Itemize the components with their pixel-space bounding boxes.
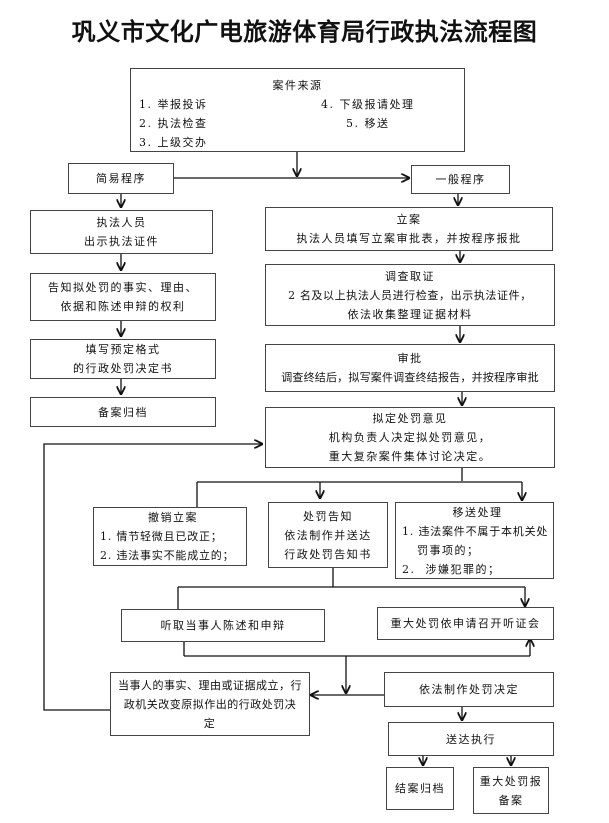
step-text: 重大复杂案件集体讨论决定。	[328, 450, 492, 463]
final-report-box: 重大处罚报 备案	[473, 767, 549, 814]
step-text: 的行政处罚决定书	[73, 362, 173, 375]
change-decision-text: 政机关改变原拟作出的行政处罚决	[123, 697, 297, 711]
branch-text: 1. 违法案件不属于本机关处	[402, 524, 549, 538]
branch-heading: 移送处理	[452, 505, 503, 519]
general-step-file-case: 立案 执法人员填写立案审批表，并按程序报批	[265, 207, 553, 251]
case-source-box: 案件来源 1. 举报投诉 2. 执法检查 3. 上级交办 4. 下级报请处理 5…	[130, 68, 465, 152]
branch-text: 行政处罚告知书	[284, 547, 372, 561]
step-text: 依据和陈述申辩的权利	[60, 300, 186, 313]
step-text: 机构负责人决定拟处罚意见，	[328, 431, 492, 444]
step-text: 执法人员	[96, 216, 147, 229]
final-report-text: 备案	[498, 793, 524, 807]
step-heading: 拟定处罚意见	[372, 412, 448, 425]
case-source-item: 3. 上级交办	[139, 136, 208, 149]
simple-procedure-box: 简易程序	[68, 163, 174, 194]
step-text: 告知拟处罚的事实、理由、	[48, 281, 198, 294]
step-text: 2 名及以上执法人员进行检查，出示执法证件，	[288, 288, 532, 302]
case-source-list-left: 1. 举报投诉 2. 执法检查 3. 上级交办	[139, 95, 208, 152]
general-procedure-label: 一般程序	[435, 173, 486, 186]
change-decision-text: 定	[203, 716, 217, 730]
general-procedure-box: 一般程序	[411, 165, 510, 194]
step-heading: 调查取证	[385, 269, 435, 283]
step-text: 调查终结后，拟写案件调查终结报告，并按程序审批	[281, 371, 539, 384]
execution-text: 送达执行	[446, 732, 496, 746]
penalty-decision-text: 依法制作处罚决定	[419, 683, 519, 696]
case-source-heading: 案件来源	[272, 79, 323, 92]
step-heading: 立案	[396, 213, 422, 226]
case-source-item: 1. 举报投诉	[139, 98, 208, 111]
branch-text: 2. 涉嫌犯罪的；	[402, 562, 501, 576]
simple-step-show-credentials: 执法人员 出示执法证件	[30, 210, 213, 254]
branch-text: 2. 违法事实不能成立的；	[100, 549, 235, 562]
branch-transfer: 移送处理 1. 违法案件不属于本机关处 罚事项的； 2. 涉嫌犯罪的；	[395, 502, 554, 579]
simple-step-fill-decision: 填写预定格式 的行政处罚决定书	[30, 339, 216, 379]
penalty-decision-box: 依法制作处罚决定	[384, 672, 554, 707]
execution-box: 送达执行	[388, 722, 554, 756]
branch-penalty-notice: 处罚告知 依法制作并送达 行政处罚告知书	[268, 502, 388, 568]
simple-step-inform-rights: 告知拟处罚的事实、理由、 依据和陈述申辩的权利	[30, 273, 216, 321]
change-decision-text: 当事人的事实、理由或证据成立，行	[118, 678, 302, 692]
hear-statement-text: 听取当事人陈述和申辩	[160, 619, 286, 632]
step-text: 备案归档	[98, 405, 148, 419]
connector-loop-back	[43, 444, 262, 711]
public-hearing-text: 重大处罚依申请召开听证会	[390, 617, 541, 630]
branch-revoke-case: 撤销立案 1. 情节轻微且已改正； 2. 违法事实不能成立的；	[93, 507, 247, 566]
hear-statement-box: 听取当事人陈述和申辩	[121, 609, 325, 642]
simple-procedure-label: 简易程序	[96, 172, 146, 185]
step-text: 执法人员填写立案审批表，并按程序报批	[296, 232, 522, 245]
final-archive-text: 结案归档	[395, 782, 445, 795]
final-report-text: 重大处罚报	[479, 774, 543, 788]
general-step-investigate: 调查取证 2 名及以上执法人员进行检查，出示执法证件， 依法收集整理证据材料	[265, 264, 555, 326]
step-text: 依法收集整理证据材料	[347, 307, 473, 321]
branch-heading: 撤销立案	[148, 511, 198, 524]
change-decision-box: 当事人的事实、理由或证据成立，行 政机关改变原拟作出的行政处罚决 定	[110, 672, 310, 736]
branch-text: 依法制作并送达	[284, 528, 372, 542]
final-archive-box: 结案归档	[386, 767, 454, 810]
page-title: 巩义市文化广电旅游体育局行政执法流程图	[71, 18, 538, 46]
simple-step-archive: 备案归档	[30, 397, 216, 427]
step-text: 填写预定格式	[85, 343, 161, 356]
step-heading: 审批	[397, 352, 423, 365]
step-text: 出示执法证件	[84, 235, 159, 248]
branch-text: 1. 情节轻微且已改正；	[100, 530, 223, 543]
case-source-item: 4. 下级报请处理	[321, 98, 415, 111]
case-source-item: 5. 移送	[346, 117, 390, 130]
case-source-item: 2. 执法检查	[139, 117, 208, 130]
branch-text: 罚事项的；	[402, 543, 480, 557]
case-source-list-right: 4. 下级报请处理 5. 移送	[321, 95, 415, 133]
public-hearing-box: 重大处罚依申请召开听证会	[377, 607, 554, 640]
general-step-approve: 审批 调查终结后，拟写案件调查终结报告，并按程序审批	[265, 344, 555, 392]
branch-heading: 处罚告知	[303, 509, 353, 523]
general-step-propose-penalty: 拟定处罚意见 机构负责人决定拟处罚意见， 重大复杂案件集体讨论决定。	[265, 407, 555, 468]
